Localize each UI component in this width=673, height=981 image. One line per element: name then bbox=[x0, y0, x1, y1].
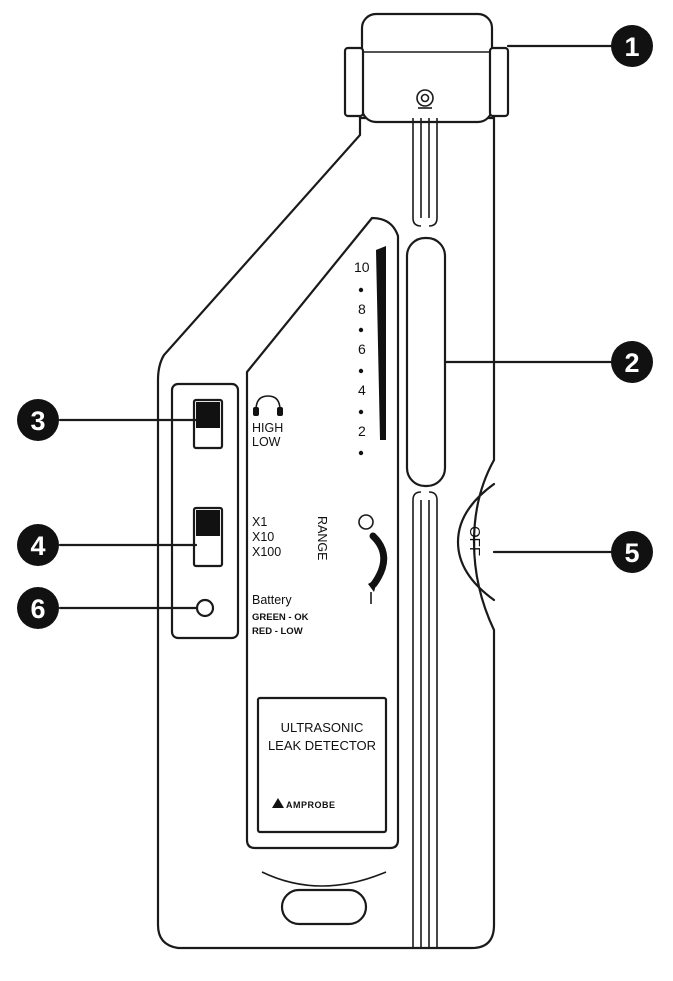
nameplate-line1: ULTRASONIC bbox=[281, 720, 364, 735]
callout-3: 3 bbox=[17, 399, 59, 441]
front-panel bbox=[245, 216, 400, 850]
range-x100-label: X100 bbox=[252, 545, 281, 559]
volume-low-label: LOW bbox=[252, 435, 281, 449]
battery-title: Battery bbox=[252, 593, 292, 607]
callout-6: 6 bbox=[17, 587, 59, 629]
device-body bbox=[156, 12, 510, 950]
grip-slot bbox=[280, 888, 368, 926]
side-rails bbox=[412, 118, 438, 948]
callout-2: 2 bbox=[611, 341, 653, 383]
svg-text:2: 2 bbox=[624, 348, 639, 378]
sensor-cap bbox=[343, 12, 510, 124]
power-off-label: OFF bbox=[466, 526, 483, 556]
scale-label-2: 2 bbox=[358, 423, 366, 439]
nameplate-line2: LEAK DETECTOR bbox=[268, 738, 376, 753]
nameplate: ULTRASONIC LEAK DETECTOR AMPROBE bbox=[256, 696, 388, 834]
range-indicator bbox=[358, 514, 374, 530]
callout-4: 4 bbox=[17, 524, 59, 566]
svg-text:3: 3 bbox=[30, 406, 45, 436]
scale-label-8: 8 bbox=[358, 301, 366, 317]
scale-label-6: 6 bbox=[358, 341, 366, 357]
volume-high-label: HIGH bbox=[252, 421, 283, 435]
range-label: RANGE bbox=[315, 516, 329, 560]
range-x1-label: X1 bbox=[252, 515, 267, 529]
battery-green-label: GREEN - OK bbox=[252, 612, 309, 623]
scale-label-10: 10 bbox=[354, 259, 370, 275]
brand-logo-icon bbox=[272, 798, 284, 808]
volume-switch[interactable] bbox=[192, 398, 224, 450]
range-x10-label: X10 bbox=[252, 530, 274, 544]
range-switch[interactable] bbox=[192, 506, 224, 568]
brand-logo: AMPROBE bbox=[286, 800, 336, 810]
headphone-icon bbox=[253, 395, 283, 416]
battery-red-label: RED - LOW bbox=[252, 626, 303, 637]
svg-text:1: 1 bbox=[624, 32, 639, 62]
callout-lines bbox=[58, 44, 614, 610]
svg-text:4: 4 bbox=[30, 531, 45, 561]
scale-label-4: 4 bbox=[358, 382, 366, 398]
power-wheel[interactable]: OFF bbox=[456, 482, 496, 602]
svg-text:5: 5 bbox=[624, 538, 639, 568]
svg-text:6: 6 bbox=[30, 594, 45, 624]
range-knob[interactable] bbox=[368, 532, 388, 604]
switch-panel bbox=[170, 382, 240, 640]
callout-1: 1 bbox=[611, 25, 653, 67]
callout-5: 5 bbox=[611, 531, 653, 573]
bargraph-scale: 10 8 6 4 2 bbox=[354, 246, 386, 456]
